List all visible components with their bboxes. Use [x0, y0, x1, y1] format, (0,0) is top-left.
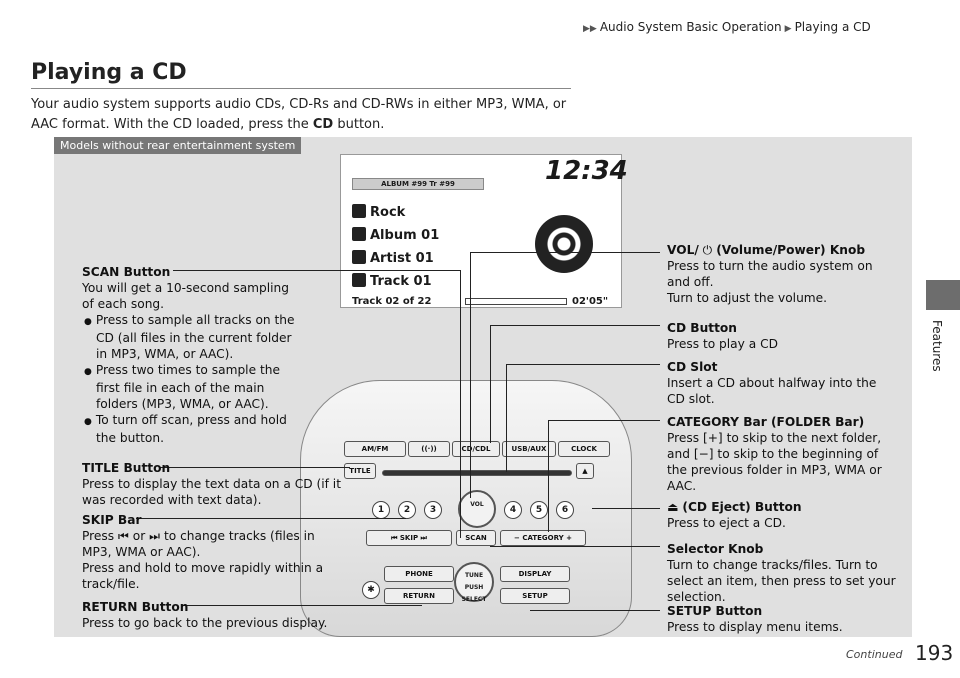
plus-icon: [+]	[702, 431, 723, 445]
preset-1-button[interactable]: 1	[372, 501, 390, 519]
genre-icon	[352, 204, 366, 218]
breadcrumb: ▶▶Audio System Basic Operation▶Playing a…	[583, 20, 871, 34]
leader-vol-v	[470, 252, 471, 498]
leader-scan	[173, 270, 461, 271]
preset-5-button[interactable]: 5	[530, 501, 548, 519]
intro-paragraph: Your audio system supports audio CDs, CD…	[31, 97, 567, 132]
page-title: Playing a CD	[31, 60, 187, 85]
leader-title	[160, 467, 350, 468]
leader-selector	[490, 546, 660, 547]
vol-power-knob[interactable]: VOL	[458, 490, 496, 528]
hazard-icon: ✱	[362, 581, 380, 599]
continued-label: Continued	[846, 648, 903, 661]
radio-text-button[interactable]: ((·))	[408, 441, 450, 457]
category-bar-label: CATEGORY Bar (FOLDER Bar)Press [+] to sk…	[667, 415, 882, 493]
leader-slot	[506, 364, 660, 365]
leader-slot-v	[506, 364, 507, 472]
section-tab	[926, 280, 960, 310]
am-fm-button[interactable]: AM/FM	[344, 441, 406, 457]
minus-icon: [−]	[693, 447, 714, 461]
scan-label: SCAN Button You will get a 10-second sam…	[82, 264, 302, 446]
leader-eject	[592, 508, 660, 509]
skip-forward-icon: ⏭	[420, 534, 427, 542]
return-button[interactable]: RETURN	[384, 588, 454, 604]
leader-return	[182, 605, 422, 606]
cd-eject-button[interactable]: ▲	[576, 463, 594, 479]
eject-icon: ⏏	[667, 500, 679, 514]
preset-6-button[interactable]: 6	[556, 501, 574, 519]
panel-tab-label: Models without rear entertainment system	[54, 137, 302, 154]
disc-icon	[535, 215, 593, 273]
skip-bar[interactable]: ⏮ SKIP ⏭	[366, 530, 452, 546]
title-rule	[31, 88, 571, 89]
artist-icon	[352, 250, 366, 264]
skip-back-icon: ⏮	[117, 529, 129, 543]
leader-vol	[470, 252, 660, 253]
power-icon: ⏻	[702, 243, 713, 257]
category-bar[interactable]: − CATEGORY +	[500, 530, 586, 546]
preset-2-button[interactable]: 2	[398, 501, 416, 519]
preset-4-button[interactable]: 4	[504, 501, 522, 519]
display-genre: Rock	[352, 204, 405, 220]
selector-knob[interactable]: TUNE PUSH SELECT	[454, 562, 494, 603]
display-album: Album 01	[352, 227, 439, 243]
scan-button[interactable]: SCAN	[456, 530, 496, 546]
phone-button[interactable]: PHONE	[384, 566, 454, 582]
leader-setup	[530, 610, 660, 611]
skip-back-icon: ⏮	[391, 534, 398, 542]
display-track: Track 01	[352, 273, 432, 289]
leader-cd	[490, 325, 660, 326]
leader-category	[548, 420, 660, 421]
title-button[interactable]: TITLE	[344, 463, 376, 479]
cd-slot[interactable]	[382, 470, 572, 476]
leader-cd-v	[490, 325, 491, 443]
side-section-label: Features	[930, 320, 944, 372]
display-button[interactable]: DISPLAY	[500, 566, 570, 582]
leader-category-v	[548, 420, 549, 532]
page-number: 193	[915, 641, 954, 665]
breadcrumb-part1[interactable]: Audio System Basic Operation	[599, 20, 782, 34]
clock-button[interactable]: CLOCK	[558, 441, 610, 457]
cd-button[interactable]: CD/CDL	[452, 441, 500, 457]
leader-scan-v	[460, 270, 461, 538]
usb-aux-button[interactable]: USB/AUX	[502, 441, 556, 457]
leader-skip	[136, 518, 406, 519]
display-clock: 12:34	[545, 156, 628, 186]
preset-3-button[interactable]: 3	[424, 501, 442, 519]
breadcrumb-part2[interactable]: Playing a CD	[794, 20, 871, 34]
display-artist: Artist 01	[352, 250, 434, 266]
track-progress-bar	[465, 298, 567, 305]
skip-forward-icon: ⏭	[149, 529, 161, 543]
display-track-count: Track 02 of 22	[352, 296, 432, 307]
display-album-bar: ALBUM #99 Tr #99	[352, 178, 484, 190]
display-elapsed: 02'05"	[572, 296, 609, 307]
album-icon	[352, 227, 366, 241]
setup-button[interactable]: SETUP	[500, 588, 570, 604]
track-icon	[352, 273, 366, 287]
